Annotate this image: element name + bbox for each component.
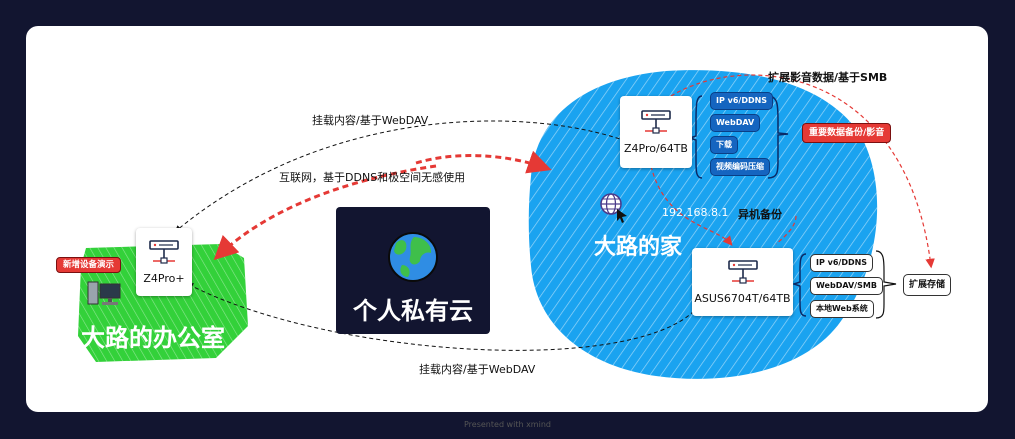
brace-asus	[791, 253, 807, 317]
earth-icon	[388, 232, 438, 282]
connector-offsite-backup	[650, 165, 733, 246]
device-name: ASUS6704T/64TB	[694, 291, 791, 305]
label-mount-top: 挂载内容/基于WebDAV	[312, 114, 429, 127]
region-home-title: 大路的家	[594, 235, 683, 260]
feature-pill[interactable]: WebDAV/SMB	[810, 277, 883, 295]
feature-pill[interactable]: IP v6/DDNS	[710, 92, 774, 110]
device-z4pro-plus[interactable]: Z4Pro+	[136, 228, 192, 296]
label-expand-media: 扩展影音数据/基于SMB	[768, 71, 888, 84]
label-mount-bottom: 挂载内容/基于WebDAV	[419, 363, 536, 376]
tag-important-backup[interactable]: 重要数据备份/影音	[802, 123, 892, 143]
feature-pill[interactable]: IP v6/DDNS	[810, 254, 874, 272]
device-z4pro-64tb[interactable]: Z4Pro/64TB	[620, 96, 692, 168]
feature-pill[interactable]: 本地Web系统	[810, 300, 874, 318]
device-asus6704t[interactable]: ASUS6704T/64TB	[692, 248, 793, 316]
computer-icon	[87, 281, 121, 305]
connector-expand-media	[670, 74, 935, 269]
globe-cursor-icon	[600, 193, 627, 223]
region-office-title: 大路的办公室	[81, 324, 225, 352]
nas-server-icon	[149, 239, 179, 264]
device-name: Z4Pro/64TB	[624, 141, 688, 155]
mindmap-canvas: 挂载内容/基于WebDAV 互联网，基于DDNS和极空间无感使用 挂载内容/基于…	[26, 26, 988, 412]
footer: Presented with xmind	[464, 420, 551, 429]
tag-expand-storage[interactable]: 扩展存储	[903, 274, 952, 296]
feature-pill[interactable]: 下载	[710, 136, 738, 154]
connector-internet-right	[415, 150, 552, 174]
label-offsite-backup: 异机备份	[738, 208, 782, 221]
nas-server-icon	[727, 259, 758, 284]
device-name: Z4Pro+	[143, 271, 185, 285]
center-title: 个人私有云	[353, 297, 473, 325]
center-card: 个人私有云	[336, 207, 490, 334]
feature-pill[interactable]: WebDAV	[710, 114, 761, 132]
connector-mount-bottom	[186, 283, 695, 351]
tag-new-device-demo[interactable]: 新增设备演示	[56, 257, 122, 273]
nas-server-icon	[641, 109, 671, 134]
label-internet: 互联网，基于DDNS和极空间无感使用	[279, 171, 466, 184]
label-ip-address: 192.168.8.1	[662, 206, 729, 219]
feature-pill[interactable]: 视频编码压缩	[710, 158, 770, 176]
